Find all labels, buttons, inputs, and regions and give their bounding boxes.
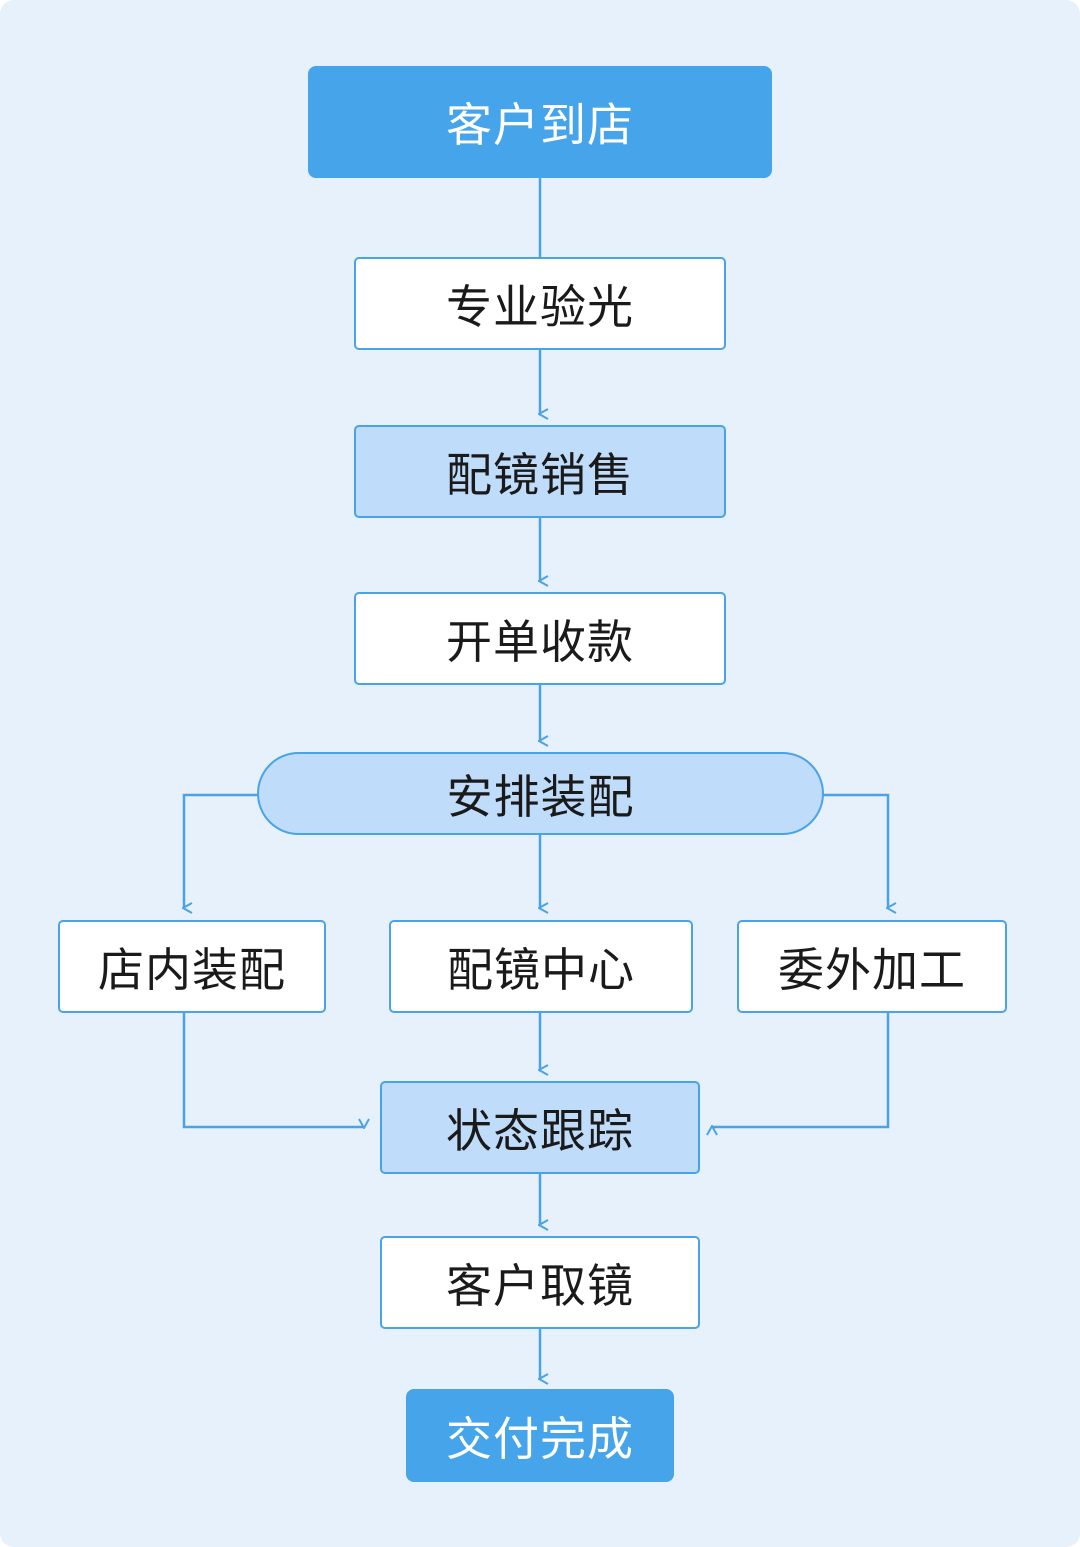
node-assembly-planning: 安排装配 — [257, 752, 824, 835]
edge-plan-outsourced — [822, 793, 888, 908]
edge-plan-instore — [184, 793, 258, 908]
node-customer-pickup: 客户取镜 — [380, 1236, 700, 1329]
edge-outsourced-tracking — [712, 1012, 890, 1127]
node-in-store-assembly: 店内装配 — [58, 920, 326, 1013]
node-delivery-complete: 交付完成 — [406, 1389, 674, 1482]
node-eyewear-sales: 配镜销售 — [354, 425, 726, 518]
edge-instore-tracking — [182, 1012, 364, 1127]
node-billing: 开单收款 — [354, 592, 726, 685]
node-status-tracking: 状态跟踪 — [380, 1081, 700, 1174]
node-optical-center: 配镜中心 — [389, 920, 693, 1013]
node-optometry: 专业验光 — [354, 257, 726, 350]
node-customer-arrival: 客户到店 — [308, 66, 772, 178]
node-outsourced-processing: 委外加工 — [737, 920, 1007, 1013]
